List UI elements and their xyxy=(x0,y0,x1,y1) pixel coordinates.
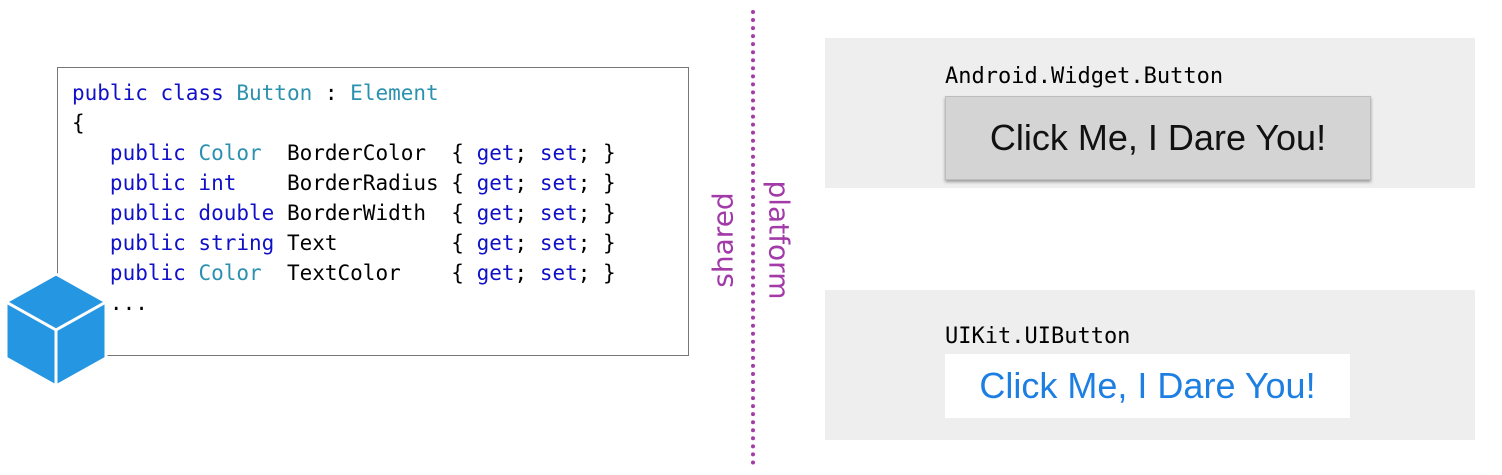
code-keyword: public class xyxy=(72,81,237,105)
code-text: ; } xyxy=(577,171,616,195)
code-text: : xyxy=(312,81,351,105)
code-type: Color xyxy=(198,141,262,165)
platform-label: platform xyxy=(762,180,796,300)
code-line: ... xyxy=(72,288,616,318)
code-text: Text { xyxy=(274,231,477,255)
code-keyword: get xyxy=(476,261,515,285)
code-keyword: public string xyxy=(72,231,275,255)
code-text: ; xyxy=(514,231,540,255)
code-text: ... xyxy=(72,291,148,315)
android-click-button[interactable]: Click Me, I Dare You! xyxy=(945,96,1371,180)
code-text: BorderColor { xyxy=(261,141,477,165)
code-text: ; } xyxy=(577,201,616,225)
code-keyword: set xyxy=(539,261,578,285)
ios-panel: UIKit.UIButton Click Me, I Dare You! xyxy=(825,290,1475,440)
code-keyword: public double xyxy=(72,201,275,225)
code-text: ; } xyxy=(577,141,616,165)
android-title: Android.Widget.Button xyxy=(945,64,1224,89)
code-keyword: get xyxy=(476,171,515,195)
ios-title: UIKit.UIButton xyxy=(945,324,1131,349)
code-text: TextColor { xyxy=(261,261,477,285)
code-line: public string Text { get; set; } xyxy=(72,228,616,258)
code-text: ; } xyxy=(577,261,616,285)
code-keyword: get xyxy=(476,141,515,165)
code-panel: public class Button : Element { public Co… xyxy=(57,67,689,356)
ios-click-button[interactable]: Click Me, I Dare You! xyxy=(945,354,1350,418)
code-text: ; xyxy=(514,201,540,225)
code-keyword: set xyxy=(539,171,578,195)
code-line: public Color TextColor { get; set; } xyxy=(72,258,616,288)
code-listing: public class Button : Element { public Co… xyxy=(72,78,616,318)
shared-label: shared xyxy=(706,192,740,288)
code-keyword: set xyxy=(539,231,578,255)
code-keyword: set xyxy=(539,201,578,225)
code-keyword: public xyxy=(72,141,199,165)
code-text: ; xyxy=(514,261,540,285)
code-keyword: public int xyxy=(72,171,237,195)
code-line: public int BorderRadius { get; set; } xyxy=(72,168,616,198)
code-keyword: get xyxy=(476,231,515,255)
cube-icon xyxy=(4,272,108,388)
code-text: ; xyxy=(514,141,540,165)
code-keyword: get xyxy=(476,201,515,225)
code-text: ; } xyxy=(577,231,616,255)
code-keyword: public xyxy=(72,261,199,285)
code-type: Color xyxy=(198,261,262,285)
code-text: BorderRadius { xyxy=(236,171,477,195)
code-text: ; xyxy=(514,171,540,195)
shared-platform-divider xyxy=(751,10,755,465)
code-line: public class Button : Element xyxy=(72,78,616,108)
code-line: { xyxy=(72,108,616,138)
code-type: Element xyxy=(350,81,439,105)
code-line: public double BorderWidth { get; set; } xyxy=(72,198,616,228)
code-type: Button xyxy=(236,81,313,105)
code-keyword: set xyxy=(539,141,578,165)
android-panel: Android.Widget.Button Click Me, I Dare Y… xyxy=(825,38,1475,188)
code-text: BorderWidth { xyxy=(274,201,477,225)
code-line: public Color BorderColor { get; set; } xyxy=(72,138,616,168)
code-text: { xyxy=(72,111,85,135)
